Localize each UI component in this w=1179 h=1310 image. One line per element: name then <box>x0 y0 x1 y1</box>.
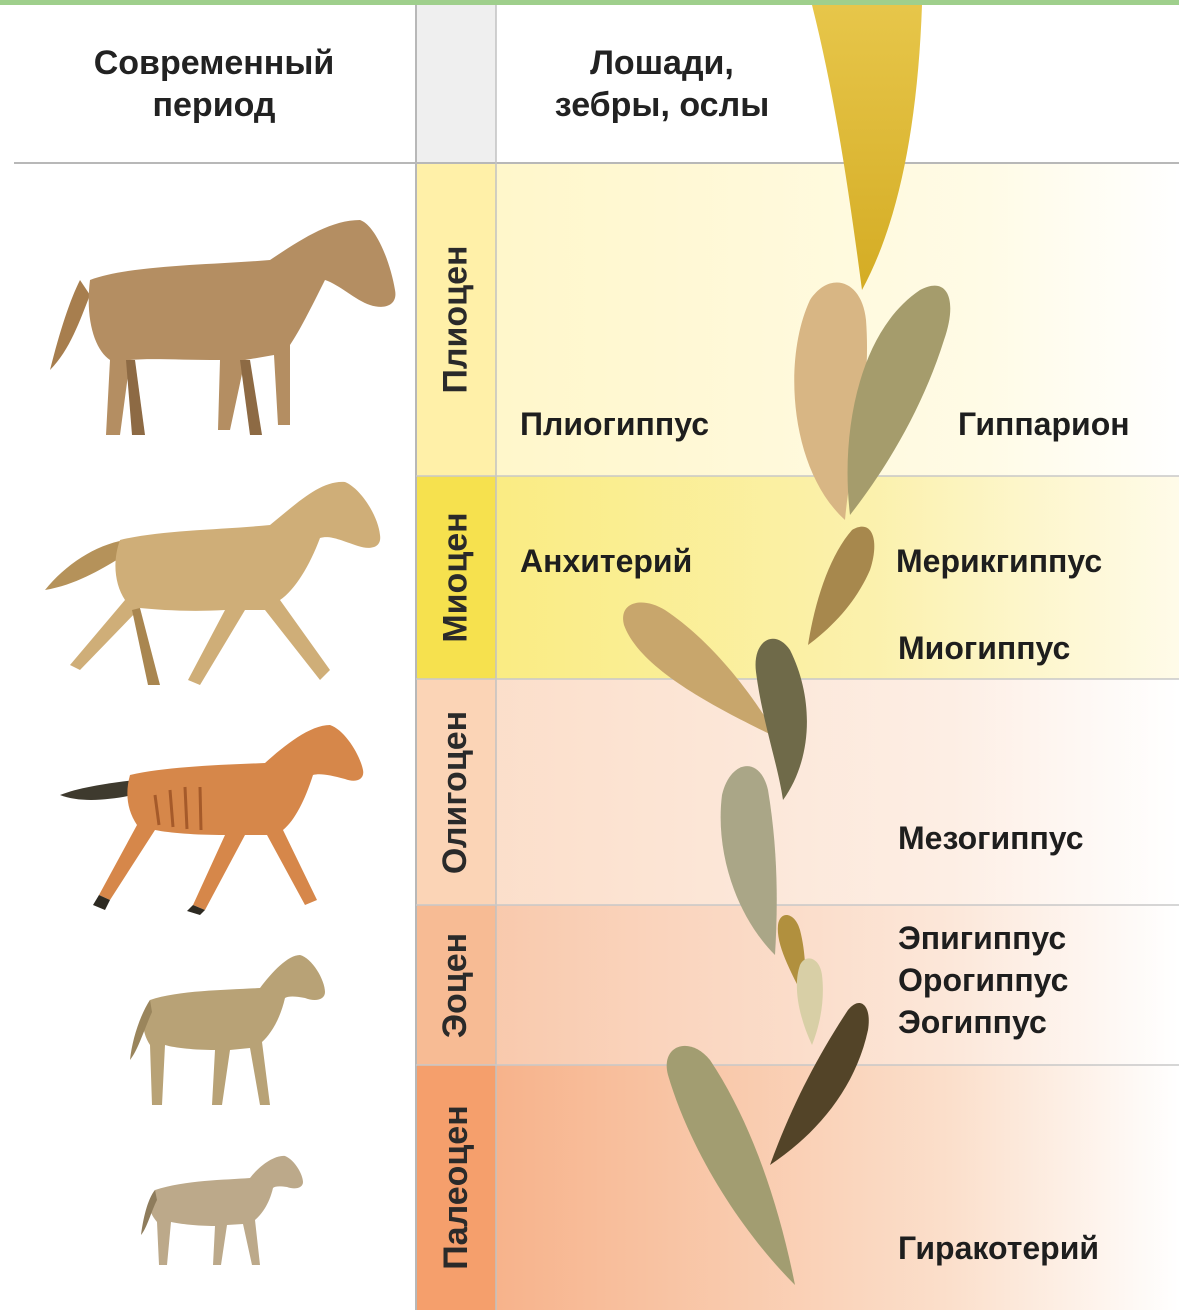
horse-pliocene-illustration <box>40 210 405 445</box>
species-anchitherium: Анхитерий <box>520 543 692 580</box>
species-eohippus: Эогиппус <box>898 1004 1047 1041</box>
species-pliohippus: Плиогиппус <box>520 406 709 443</box>
header-horses: Лошади, зебры, ослы <box>497 6 827 162</box>
header-era-cell <box>416 5 496 163</box>
horse-eocene-illustration <box>120 950 330 1110</box>
era-eocene: Эоцен <box>416 905 496 1065</box>
era-oligocene-label: Олигоцен <box>437 710 476 873</box>
header-modern-period: Современный период <box>14 6 414 162</box>
horse-oligocene-illustration <box>55 715 370 915</box>
era-pliocene-label: Плиоцен <box>437 245 476 393</box>
species-epihippus: Эпигиппус <box>898 920 1066 957</box>
species-mesohippus: Мезогиппус <box>898 820 1084 857</box>
era-paleocene-label: Палеоцен <box>437 1105 476 1270</box>
era-eocene-label: Эоцен <box>437 932 476 1037</box>
species-miohippus: Миогиппус <box>898 630 1070 667</box>
header-modern-period-text: Современный период <box>94 42 335 126</box>
era-oligocene: Олигоцен <box>416 679 496 905</box>
species-hipparion: Гиппарион <box>958 406 1130 443</box>
species-merychippus: Мерикгиппус <box>896 543 1102 580</box>
horse-paleocene-illustration <box>135 1150 305 1270</box>
era-paleocene: Палеоцен <box>416 1065 496 1310</box>
era-miocene-label: Миоцен <box>437 512 476 642</box>
era-miocene: Миоцен <box>416 476 496 679</box>
species-hyracotherium: Гиракотерий <box>898 1230 1099 1267</box>
header-horses-text: Лошади, зебры, ослы <box>555 42 769 126</box>
era-pliocene: Плиоцен <box>416 163 496 476</box>
horse-miocene-illustration <box>40 470 390 695</box>
species-orohippus: Орогиппус <box>898 962 1068 999</box>
